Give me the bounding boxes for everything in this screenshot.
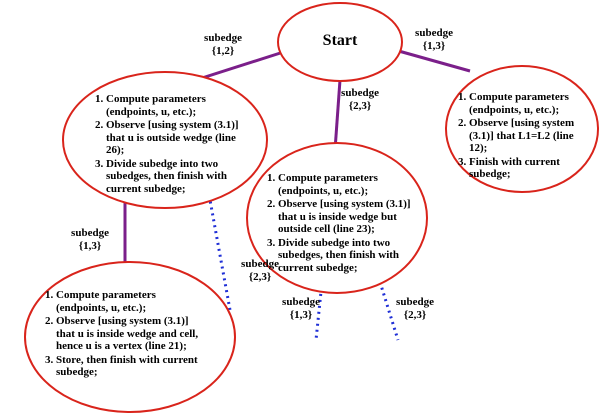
edge-label-23-left-line1: subedge (241, 258, 279, 270)
bottom-node-text: Compute parameters (endpoints, u, etc.);… (40, 289, 210, 380)
edge-start-right (387, 46, 471, 73)
right-node-step2: Observe [using system (3.1)] that L1=L2 … (469, 117, 593, 155)
edge-label-23-left: subedge {2,3} (230, 258, 290, 284)
edge-label-13-top-line2: {1,3} (422, 40, 446, 52)
edge-label-12: subedge {1,2} (193, 32, 253, 58)
edge-label-13-left-line1: subedge (71, 227, 109, 239)
right-node-text: Compute parameters (endpoints, u, etc.);… (453, 91, 593, 182)
left-node-step1: Compute parameters (endpoints, u, etc.); (106, 93, 252, 118)
middle-node-step2: Observe [using system (3.1)] that u is i… (278, 198, 416, 236)
middle-node-step3: Divide subedge into two subedges, then f… (278, 237, 416, 275)
middle-ellipse (246, 142, 428, 294)
edge-label-23-bottom-line1: subedge (396, 296, 434, 308)
edge-label-13-bottom-line2: {1,3} (289, 309, 313, 321)
edge-label-12-line2: {1,2} (211, 45, 235, 57)
edge-label-13-top: subedge {1,3} (404, 27, 464, 53)
edge-label-23-left-line2: {2,3} (248, 271, 272, 283)
edge-label-13-bottom-line1: subedge (282, 296, 320, 308)
bottom-ellipse (24, 261, 236, 413)
edge-middle-dotted-left (314, 281, 324, 341)
middle-node-text: Compute parameters (endpoints, u, etc.);… (262, 172, 416, 275)
bottom-node-step2: Observe [using system (3.1)] that u is i… (56, 315, 210, 353)
left-node-step2: Observe [using system (3.1)] that u is o… (106, 119, 252, 157)
edge-label-23-bottom: subedge {2,3} (385, 296, 445, 322)
edge-start-middle (333, 79, 342, 151)
right-node-step3: Finish with current subedge; (469, 156, 593, 181)
edge-label-23-mid: subedge {2,3} (330, 87, 390, 113)
right-node-step1: Compute parameters (endpoints, u, etc.); (469, 91, 593, 116)
bottom-node-step3: Store, then finish with current subedge; (56, 354, 210, 379)
edge-label-23-mid-line1: subedge (341, 87, 379, 99)
edge-middle-dotted-right (378, 281, 400, 341)
edge-label-23-mid-line2: {2,3} (348, 100, 372, 112)
edge-label-12-line1: subedge (204, 32, 242, 44)
bottom-node-step1: Compute parameters (endpoints, u, etc.); (56, 289, 210, 314)
edge-label-13-left: subedge {1,3} (60, 227, 120, 253)
middle-node-step1: Compute parameters (endpoints, u, etc.); (278, 172, 416, 197)
edge-label-23-bottom-line2: {2,3} (403, 309, 427, 321)
edge-left-dotted (204, 177, 232, 311)
edge-label-13-bottom: subedge {1,3} (271, 296, 331, 322)
left-ellipse (62, 71, 268, 209)
left-node-step3: Divide subedge into two subedges, then f… (106, 158, 252, 196)
start-ellipse (277, 2, 403, 82)
edge-label-13-top-line1: subedge (415, 27, 453, 39)
start-label: Start (322, 32, 358, 49)
left-node-text: Compute parameters (endpoints, u, etc.);… (90, 93, 252, 196)
edge-label-13-left-line2: {1,3} (78, 240, 102, 252)
right-ellipse (445, 65, 599, 193)
